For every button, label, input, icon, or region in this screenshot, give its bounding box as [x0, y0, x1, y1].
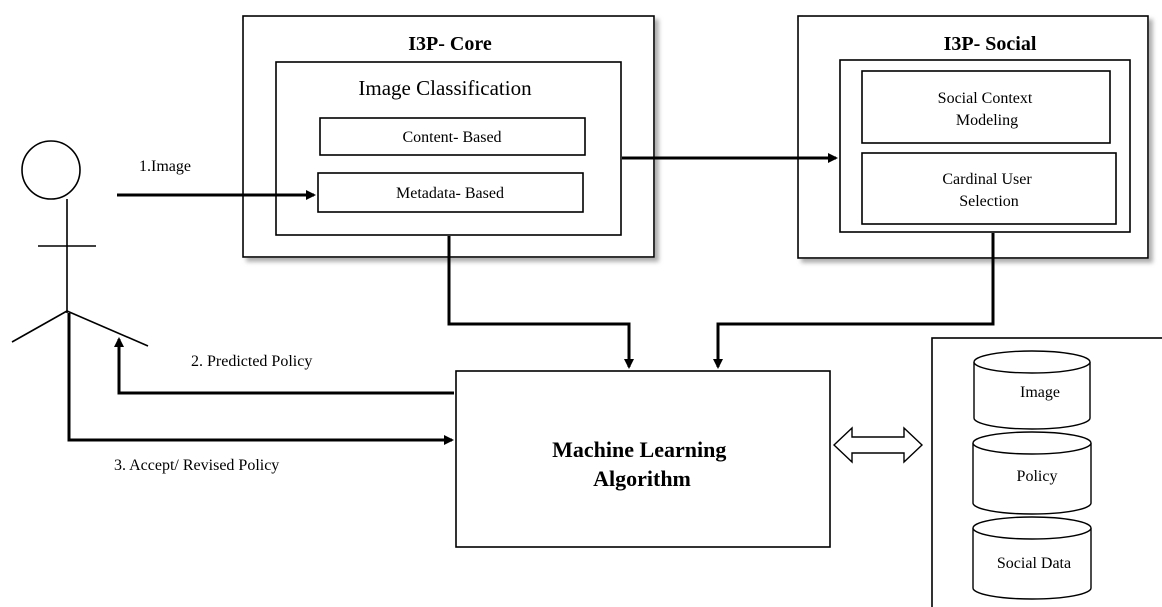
content-based-box — [319, 117, 586, 156]
accept-revised-policy-arrow — [67, 313, 454, 445]
user-actor-icon — [11, 140, 149, 347]
policy-db-label: Policy — [1017, 468, 1058, 485]
image-db-cylinder-icon: Image — [973, 350, 1091, 430]
metadata-based-box — [317, 172, 584, 213]
predicted-policy-arrow — [114, 337, 454, 395]
ml-label-line-1: Machine Learning — [552, 437, 726, 462]
svg-text:Social Context Modeling: Social Context Modeling — [938, 90, 1037, 129]
accept-revised-policy-label: 3. Accept/ Revised Policy — [114, 457, 279, 474]
cardinal-user-selection-line-2: Selection — [959, 193, 1019, 210]
i3p-social-panel: I3P- Social Social Context Modeling Card… — [797, 15, 1149, 259]
database-panel: Image Policy Social Data — [931, 337, 1162, 607]
social-context-modeling-line-1: Social Context — [938, 90, 1033, 107]
image-classification-title: Image Classification — [358, 76, 532, 100]
social-context-modeling-box — [861, 70, 1111, 144]
cardinal-user-selection-box — [861, 152, 1117, 225]
svg-text:Machine Learning Algorit: Machine Learning Algorithm — [552, 437, 732, 491]
svg-text:Cardinal User Selection: Cardinal User Selection — [942, 171, 1035, 210]
predicted-policy-label: 2. Predicted Policy — [191, 353, 312, 370]
image-db-label: Image — [1020, 384, 1060, 401]
social-to-ml-arrow — [713, 233, 995, 369]
policy-db-cylinder-icon: Policy — [972, 431, 1092, 515]
social-context-modeling-line-2: Modeling — [956, 112, 1018, 129]
i3p-social-title: I3P- Social — [944, 33, 1037, 55]
social-data-db-label: Social Data — [997, 555, 1071, 572]
metadata-based-label: Metadata- Based — [396, 185, 504, 202]
machine-learning-box: Machine Learning Algorithm — [455, 370, 831, 548]
ml-label-line-2: Algorithm — [593, 466, 691, 491]
social-data-db-cylinder-icon: Social Data — [972, 516, 1092, 600]
i3p-core-title: I3P- Core — [408, 33, 492, 55]
i3p-core-panel: I3P- Core Image Classification Content- … — [242, 15, 655, 258]
cardinal-user-selection-line-1: Cardinal User — [942, 171, 1032, 188]
image-flow-label: 1.Image — [139, 158, 191, 175]
core-to-ml-arrow — [447, 236, 634, 369]
bidirectional-arrow-icon — [832, 426, 924, 464]
content-based-label: Content- Based — [402, 129, 501, 146]
